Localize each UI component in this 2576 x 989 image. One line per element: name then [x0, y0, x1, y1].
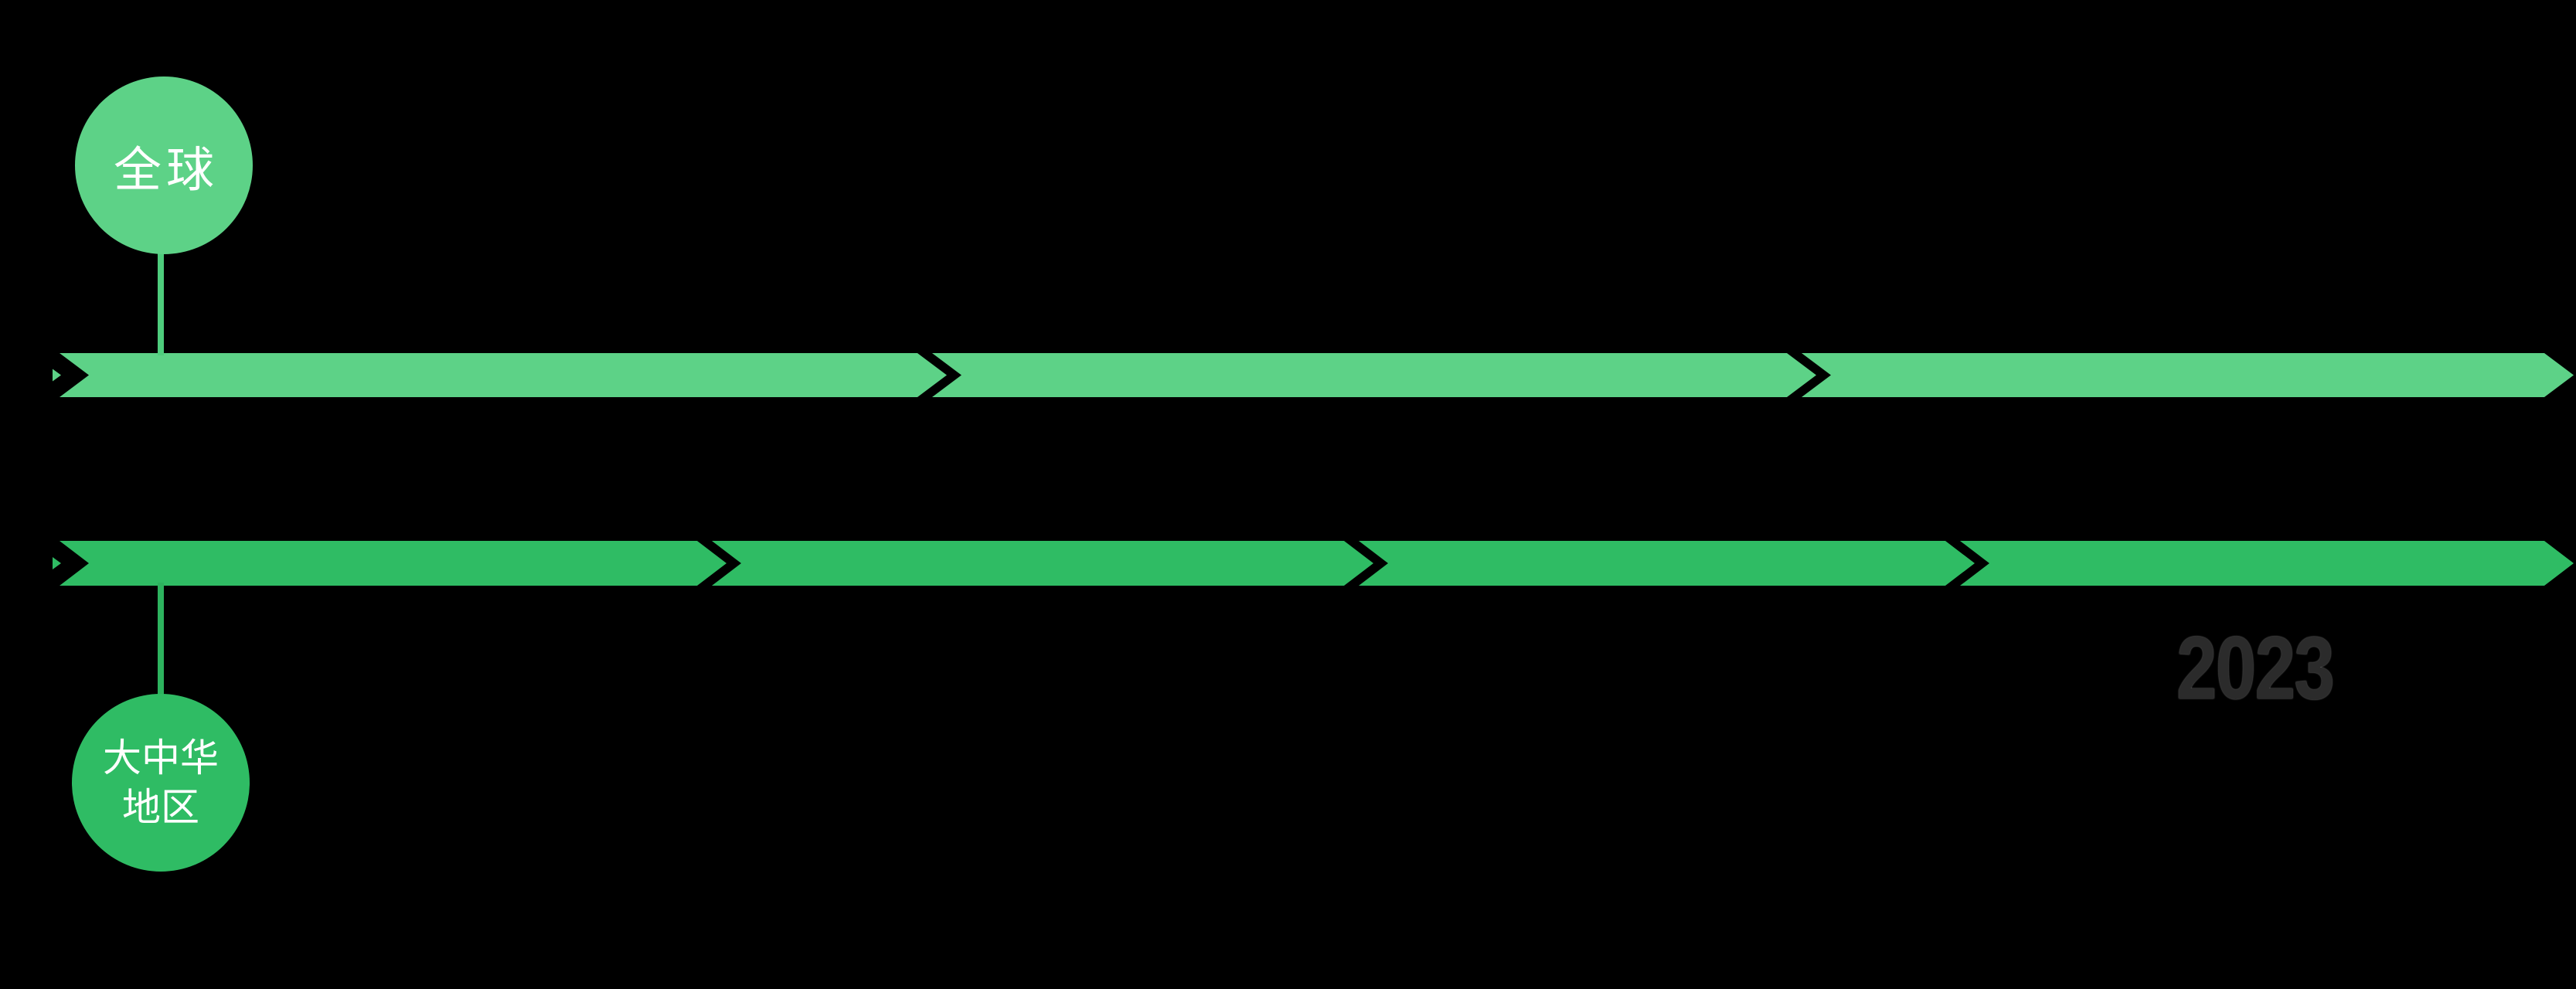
global-chevron-start-fragment [53, 369, 61, 382]
label-circle-greater-china: 大中华 地区 [72, 694, 250, 872]
connector-line-greater-china [158, 583, 164, 697]
greater-china-chevron-segment-3 [1359, 541, 1975, 586]
global-chevron-segment-1 [60, 353, 947, 397]
connector-line-global [158, 252, 164, 355]
greater-china-chevron-start-fragment [53, 557, 61, 569]
greater-china-chevron-segment-1 [60, 541, 727, 586]
greater-china-chevron-segment-4 [1960, 541, 2574, 586]
year-label-2023: 2023 [2176, 619, 2335, 718]
circle-label-global: 全球 [113, 144, 219, 197]
global-chevron-segment-3 [1802, 353, 2574, 397]
global-chevron-segment-2 [932, 353, 1816, 397]
circle-label-greater-china: 大中华 地区 [103, 736, 219, 829]
greater-china-chevron-segment-2 [712, 541, 1373, 586]
label-circle-global: 全球 [75, 76, 253, 254]
